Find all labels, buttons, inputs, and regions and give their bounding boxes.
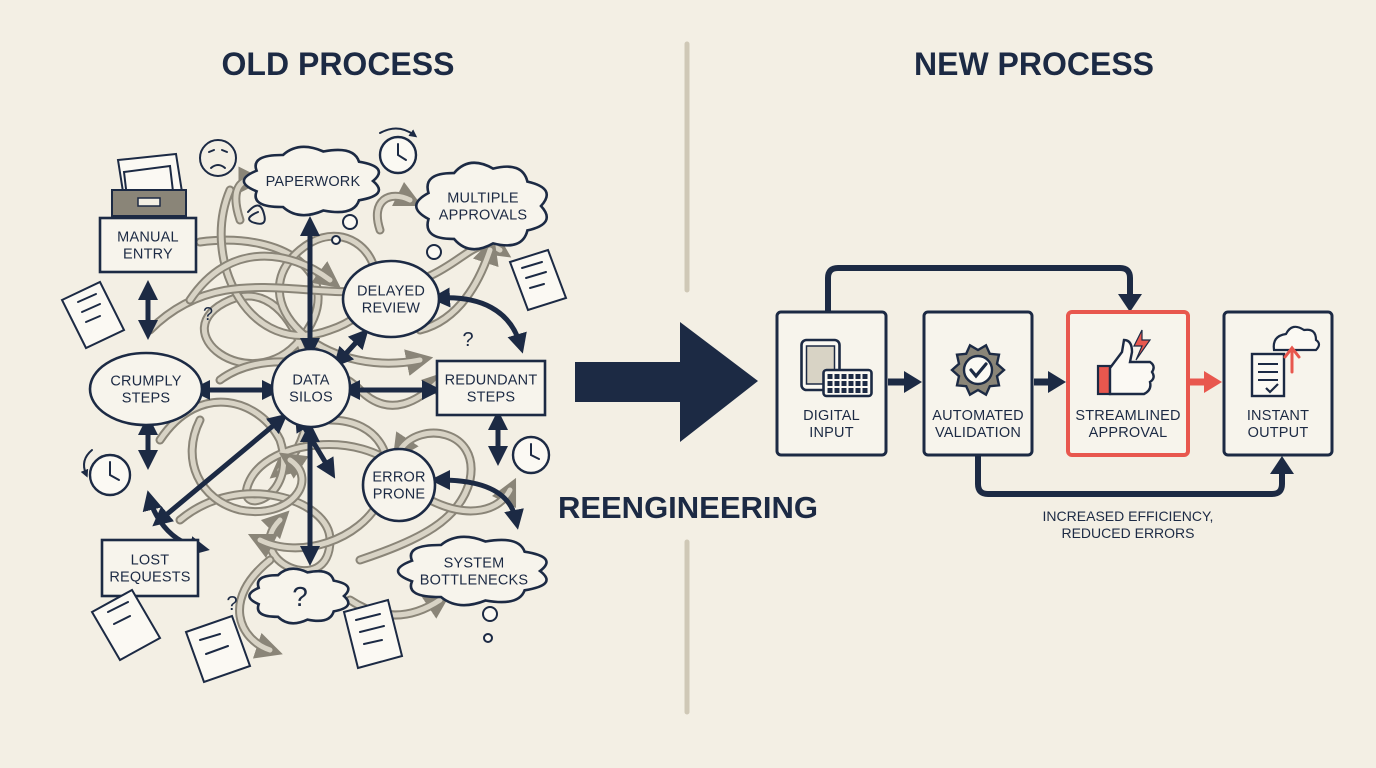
old-process-nodes: MANUALENTRYPAPERWORKMULTIPLEAPPROVALSDEL… — [88, 145, 549, 655]
step-label: AUTOMATED — [932, 408, 1024, 424]
node-label: REDUNDANT — [445, 373, 538, 389]
new-process-flow — [825, 265, 1294, 497]
clock-icon — [378, 127, 418, 175]
node-label: BOTTLENECKS — [420, 573, 529, 589]
step-label: APPROVAL — [1089, 425, 1168, 441]
node-label: DATA — [292, 373, 329, 389]
navy-arrow — [430, 470, 524, 530]
question-mark: ? — [462, 329, 473, 351]
node-label: STEPS — [122, 391, 171, 407]
clock-icon — [80, 449, 132, 497]
worried-face-icon — [199, 139, 237, 177]
thumbs-up-lightning-icon — [1096, 329, 1155, 396]
gear-check-icon — [950, 343, 1006, 397]
node-label: ENTRY — [123, 247, 173, 263]
node-label: SILOS — [289, 390, 333, 406]
navy-arrow — [294, 411, 336, 479]
step-label: DIGITAL — [803, 408, 860, 424]
question-marks: ????? — [203, 304, 474, 655]
node-label: ERROR — [372, 470, 425, 486]
node-label: DELAYED — [357, 284, 425, 300]
step-label: INPUT — [809, 425, 854, 441]
clock-icon — [511, 435, 551, 475]
node-label: PAPERWORK — [266, 174, 361, 190]
node-label: PRONE — [373, 487, 426, 503]
step-label: OUTPUT — [1248, 425, 1309, 441]
step-label: VALIDATION — [935, 425, 1021, 441]
cloud-document-icon — [1250, 325, 1321, 398]
node-label: CRUMPLY — [110, 374, 181, 390]
step-label: STREAMLINED — [1075, 408, 1180, 424]
paper-icon — [342, 598, 404, 670]
navy-arrow — [333, 328, 369, 368]
question-mark: ? — [203, 304, 213, 324]
decorations — [60, 127, 568, 684]
paper-icon — [184, 614, 252, 684]
node-label: MULTIPLE — [447, 191, 519, 207]
paper-icon — [90, 588, 162, 662]
caption-line-2: REDUCED ERRORS — [1061, 525, 1194, 541]
reengineering-label: REENGINEERING — [558, 490, 818, 525]
tablet-keyboard-icon — [800, 338, 873, 398]
file-box-icon — [111, 152, 187, 217]
new-process-heading: NEW PROCESS — [914, 46, 1154, 82]
node-label: SYSTEM — [444, 556, 505, 572]
step-label: INSTANT — [1247, 408, 1309, 424]
node-label: MANUAL — [117, 230, 179, 246]
scribble-icon — [247, 204, 266, 225]
paper-icon — [508, 248, 568, 312]
question-cloud — [248, 567, 350, 625]
reengineering-arrow — [575, 322, 758, 442]
node-paperwork: PAPERWORK — [242, 145, 381, 217]
old-process-heading: OLD PROCESS — [222, 46, 455, 82]
node-label: APPROVALS — [439, 208, 528, 224]
caption-line-1: INCREASED EFFICIENCY, — [1043, 508, 1214, 524]
question-mark: ? — [226, 593, 237, 615]
node-label: REVIEW — [362, 301, 421, 317]
question-mark: ? — [292, 581, 308, 612]
node-label: STEPS — [467, 390, 516, 406]
paper-icon — [60, 280, 126, 350]
node-label: REQUESTS — [109, 570, 190, 586]
node-label: LOST — [131, 553, 170, 569]
navy-arrow — [430, 287, 527, 354]
